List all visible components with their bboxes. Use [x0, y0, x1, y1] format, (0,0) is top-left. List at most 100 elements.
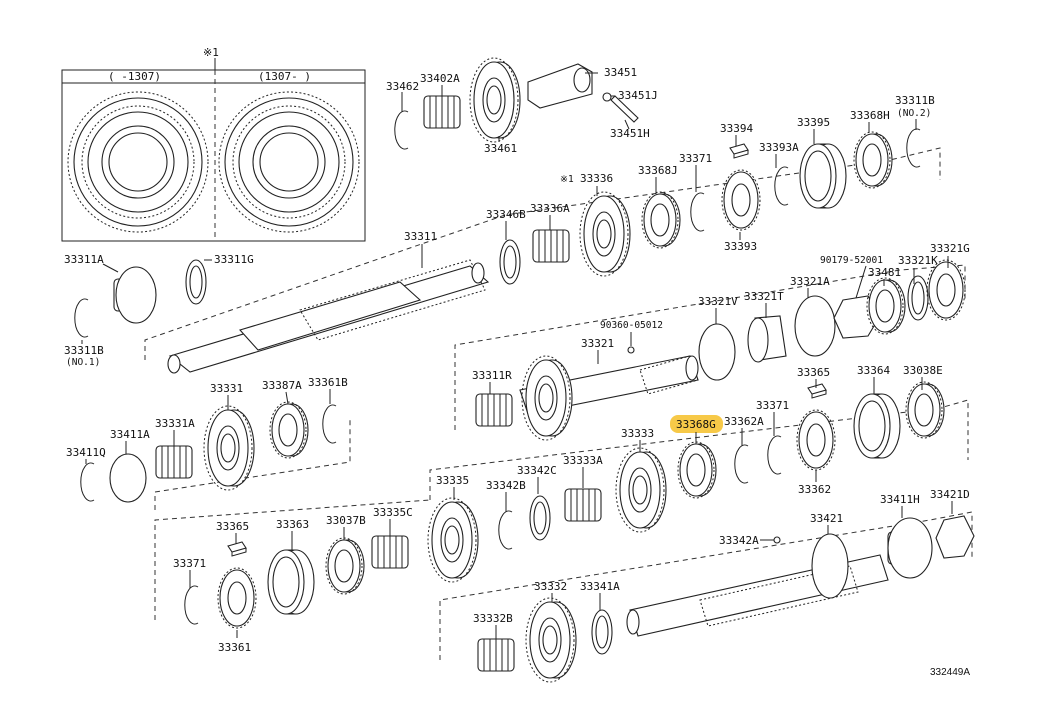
label-33321[interactable]: 33321 — [581, 337, 614, 350]
label-33341A[interactable]: 33341A — [580, 580, 620, 593]
label-33395[interactable]: 33395 — [797, 116, 830, 129]
label-33364[interactable]: 33364 — [857, 364, 890, 377]
label-33321K[interactable]: 33321K — [898, 254, 938, 267]
label-33336[interactable]: 33336 — [580, 172, 613, 185]
label-33321A[interactable]: 33321A — [790, 275, 830, 288]
label-33038E[interactable]: 33038E — [903, 364, 943, 377]
label-33371-mid[interactable]: 33371 — [756, 399, 789, 412]
label-33365-bottom[interactable]: 33365 — [216, 520, 249, 533]
output-shaft-33421 — [626, 533, 889, 637]
label-33368G[interactable]: 33368G — [676, 418, 716, 431]
synchro-33038E — [905, 381, 945, 439]
label-33321G[interactable]: 33321G — [930, 242, 970, 255]
label-33393A[interactable]: 33393A — [759, 141, 799, 154]
label-33333A[interactable]: 33333A — [563, 454, 603, 467]
variant-inset: ※1 ( -1307) (1307- ) — [61, 46, 366, 242]
label-33333[interactable]: 33333 — [621, 427, 654, 440]
label-33335[interactable]: 33335 — [436, 474, 469, 487]
snap-ring-33311B-no2 — [906, 128, 921, 168]
snap-ring-33371b — [767, 435, 782, 475]
label-33371-bottom[interactable]: 33371 — [173, 557, 206, 570]
snap-ring-33462 — [394, 110, 409, 150]
sleeve-33395 — [799, 143, 847, 209]
label-33368H[interactable]: 33368H — [850, 109, 890, 122]
label-33451J[interactable]: 33451J — [618, 89, 658, 102]
label-33402A[interactable]: 33402A — [420, 72, 460, 85]
ring-33321K — [907, 275, 929, 321]
label-33362[interactable]: 33362 — [798, 483, 831, 496]
snap-ring-33342B — [498, 510, 513, 550]
label-33363[interactable]: 33363 — [276, 518, 309, 531]
synchro-33481 — [866, 277, 906, 335]
label-90179-52001[interactable]: 90179-52001 — [820, 255, 883, 266]
label-33393[interactable]: 33393 — [724, 240, 757, 253]
label-33371-top[interactable]: 33371 — [679, 152, 712, 165]
label-33387A[interactable]: 33387A — [262, 379, 302, 392]
synchro-33368G — [677, 441, 717, 499]
label-33411H[interactable]: 33411H — [880, 493, 920, 506]
label-33361[interactable]: 33361 — [218, 641, 251, 654]
ball-33342A — [773, 536, 781, 544]
gear-33331 — [203, 405, 255, 491]
snap-ring-33361B — [322, 404, 337, 444]
label-mark1: ※1 — [560, 174, 574, 185]
ring-33342C — [529, 495, 551, 541]
label-33362A[interactable]: 33362A — [724, 415, 764, 428]
label-33421[interactable]: 33421 — [810, 512, 843, 525]
label-33311[interactable]: 33311 — [404, 230, 437, 243]
label-33451H[interactable]: 33451H — [610, 127, 650, 140]
label-33342B[interactable]: 33342B — [486, 479, 526, 492]
label-33321T[interactable]: 33321T — [744, 290, 784, 303]
label-33311B-no2[interactable]: 33311B — [895, 94, 935, 107]
inset-label-early: ( -1307) — [108, 70, 161, 83]
label-33335C[interactable]: 33335C — [373, 506, 413, 519]
label-33311A[interactable]: 33311A — [64, 253, 104, 266]
synchro-33387A — [269, 401, 309, 459]
key-33365-lower — [227, 541, 247, 557]
label-33342A[interactable]: 33342A — [719, 534, 759, 547]
snap-ring-33371c — [184, 585, 199, 625]
label-33451[interactable]: 33451 — [604, 66, 637, 79]
gear-33333 — [615, 447, 667, 533]
ring-33311G — [185, 259, 207, 305]
bearing-33336A — [532, 229, 570, 263]
gear-33335 — [427, 497, 479, 583]
synchro-33368H — [853, 131, 893, 189]
label-33411A[interactable]: 33411A — [110, 428, 150, 441]
gear-33336 — [579, 191, 631, 277]
label-33332B[interactable]: 33332B — [473, 612, 513, 625]
label-33361B[interactable]: 33361B — [308, 376, 348, 389]
label-33346B[interactable]: 33346B — [486, 208, 526, 221]
label-33331A[interactable]: 33331A — [155, 417, 195, 430]
label-33481[interactable]: 33481 — [868, 266, 901, 279]
key-33394 — [729, 143, 749, 159]
label-33311G[interactable]: 33311G — [214, 253, 254, 266]
snap-ring-33393A — [774, 166, 789, 206]
drawing-number: 332449A — [930, 667, 970, 678]
synchro-33368J — [641, 191, 681, 249]
label-90360-05012[interactable]: 90360-05012 — [600, 320, 663, 331]
snap-ring-33311B-no1 — [74, 298, 89, 338]
nut-33421D — [935, 515, 975, 559]
label-33336A[interactable]: 33336A — [530, 202, 570, 215]
label-33365-top[interactable]: 33365 — [797, 366, 830, 379]
label-33394[interactable]: 33394 — [720, 122, 753, 135]
bolt-33451H — [610, 95, 639, 123]
label-33411Q[interactable]: 33411Q — [66, 446, 106, 459]
label-33461[interactable]: 33461 — [484, 142, 517, 155]
label-33311B-no1[interactable]: 33311B — [64, 344, 104, 357]
label-33368J[interactable]: 33368J — [638, 164, 678, 177]
gear-33461 — [469, 57, 521, 143]
label-33037B[interactable]: 33037B — [326, 514, 366, 527]
label-33321V[interactable]: 33321V — [698, 295, 738, 308]
label-33332[interactable]: 33332 — [534, 580, 567, 593]
input-shaft-33311 — [167, 259, 490, 374]
label-33421D[interactable]: 33421D — [930, 488, 970, 501]
label-33342C[interactable]: 33342C — [517, 464, 557, 477]
bearing-33333A — [564, 488, 602, 522]
label-33311R[interactable]: 33311R — [472, 369, 512, 382]
label-33331[interactable]: 33331 — [210, 382, 243, 395]
label-33462[interactable]: 33462 — [386, 80, 419, 93]
washer-33451J — [602, 92, 612, 102]
